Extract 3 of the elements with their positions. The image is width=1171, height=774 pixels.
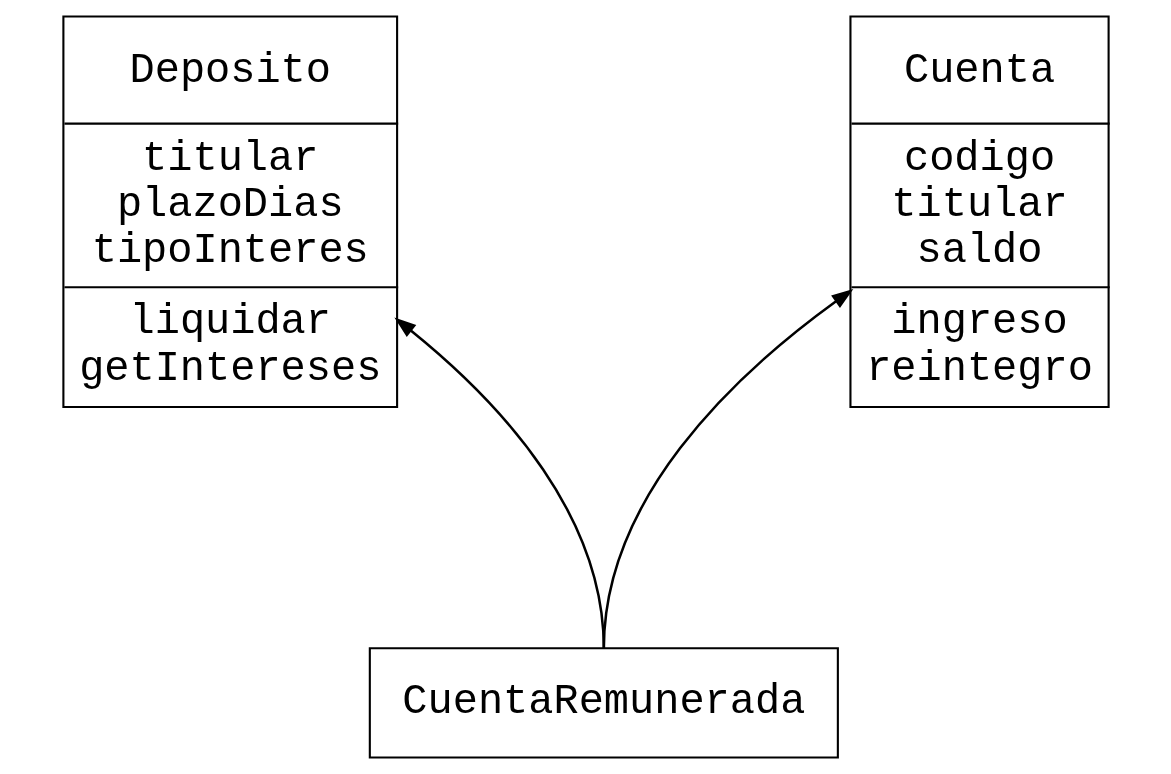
arrow	[602, 289, 853, 649]
node-box: CuentaRemunerada	[368, 647, 839, 759]
arrow	[393, 317, 605, 649]
